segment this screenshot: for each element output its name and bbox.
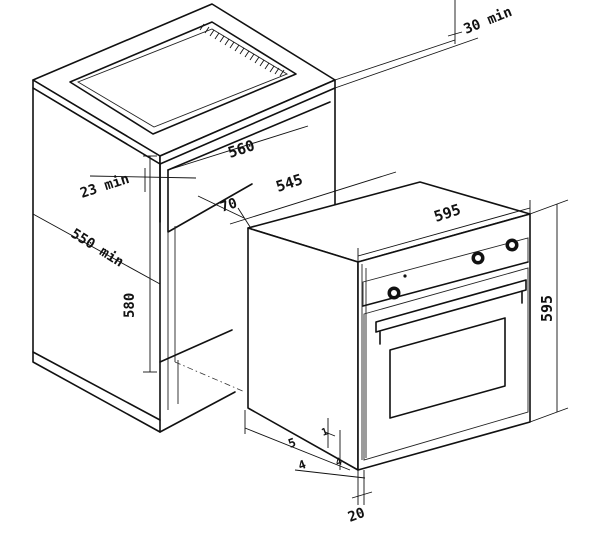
dimension-lines	[32, 0, 569, 505]
indicator-light	[403, 274, 407, 278]
dim-front-offset: 20	[346, 505, 367, 526]
dim-side-offset: 70	[218, 195, 239, 215]
dim-small-c: 1	[320, 426, 329, 438]
control-knob	[387, 286, 401, 300]
cabinet	[32, 3, 336, 433]
dim-small-a: 5	[286, 435, 298, 451]
control-knob	[471, 251, 485, 265]
dim-oven-height: 595	[538, 295, 556, 322]
door-handle	[375, 279, 527, 333]
cutout-hatching	[199, 23, 285, 77]
dim-top-clearance: 30 min	[462, 4, 515, 38]
oven-window	[389, 317, 506, 419]
dim-niche-width: 560	[226, 136, 257, 161]
dim-small-b: 4	[296, 457, 308, 473]
dim-small-d: 4	[334, 456, 343, 468]
oven	[247, 181, 531, 471]
dim-niche-depth: 545	[274, 170, 305, 195]
control-knob	[505, 238, 519, 252]
dim-niche-height: 580	[122, 293, 138, 318]
oven-door	[363, 267, 529, 461]
